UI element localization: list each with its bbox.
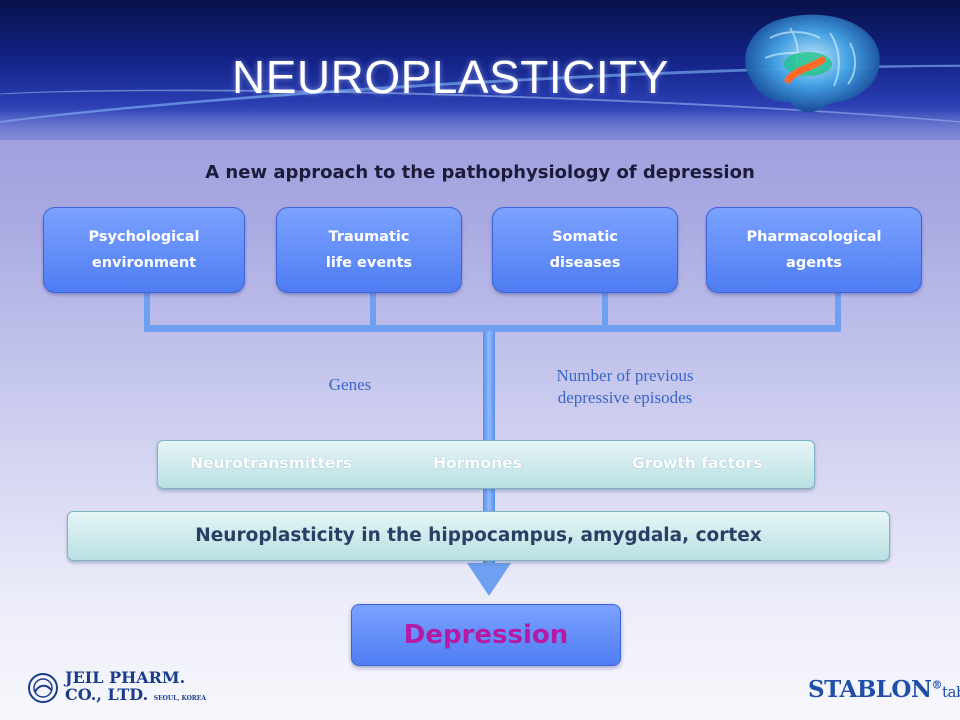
mediator-neurotransmitters: Neurotransmitters (190, 454, 353, 472)
banner-fade (0, 110, 960, 140)
genes-label: Genes (328, 375, 372, 394)
mediators-bar: Neurotransmitters Hormones Growth factor… (157, 440, 815, 489)
stablon-logo: STABLON®tab. (808, 676, 960, 703)
product-name: STABLON (808, 676, 932, 703)
diagram-subtitle: A new approach to the pathophysiology of… (205, 162, 755, 183)
page-title: NEUROPLASTICITY (232, 51, 669, 103)
registered-mark: ® (931, 678, 942, 692)
neuroplasticity-label: Neuroplasticity in the hippocampus, amyg… (195, 525, 762, 546)
company-city: SEOUL, KOREA (153, 695, 207, 702)
mediator-hormones: Hormones (433, 454, 522, 472)
neuroplasticity-bar: Neuroplasticity in the hippocampus, amyg… (67, 511, 890, 561)
jeil-emblem-icon (28, 673, 58, 703)
product-suffix: tab. (941, 683, 960, 701)
jeil-pharm-logo: JEIL PHARM. CO., LTD. SEOUL, KOREA (27, 668, 206, 708)
previous-episodes-label: Number of previous depressive episodes (556, 366, 694, 407)
factor-traumatic-life-events: Traumatic life events (276, 207, 462, 293)
company-name: JEIL PHARM. CO., LTD. (65, 668, 186, 704)
factor-somatic-diseases: Somatic diseases (492, 207, 678, 293)
factor-pharmacological-agents: Pharmacological agents (706, 207, 922, 293)
factor-psychological-environment: Psychological environment (43, 207, 245, 293)
depression-box: Depression (351, 604, 621, 666)
mediator-growth-factors: Growth factors (632, 454, 763, 472)
brain-icon (745, 14, 880, 113)
